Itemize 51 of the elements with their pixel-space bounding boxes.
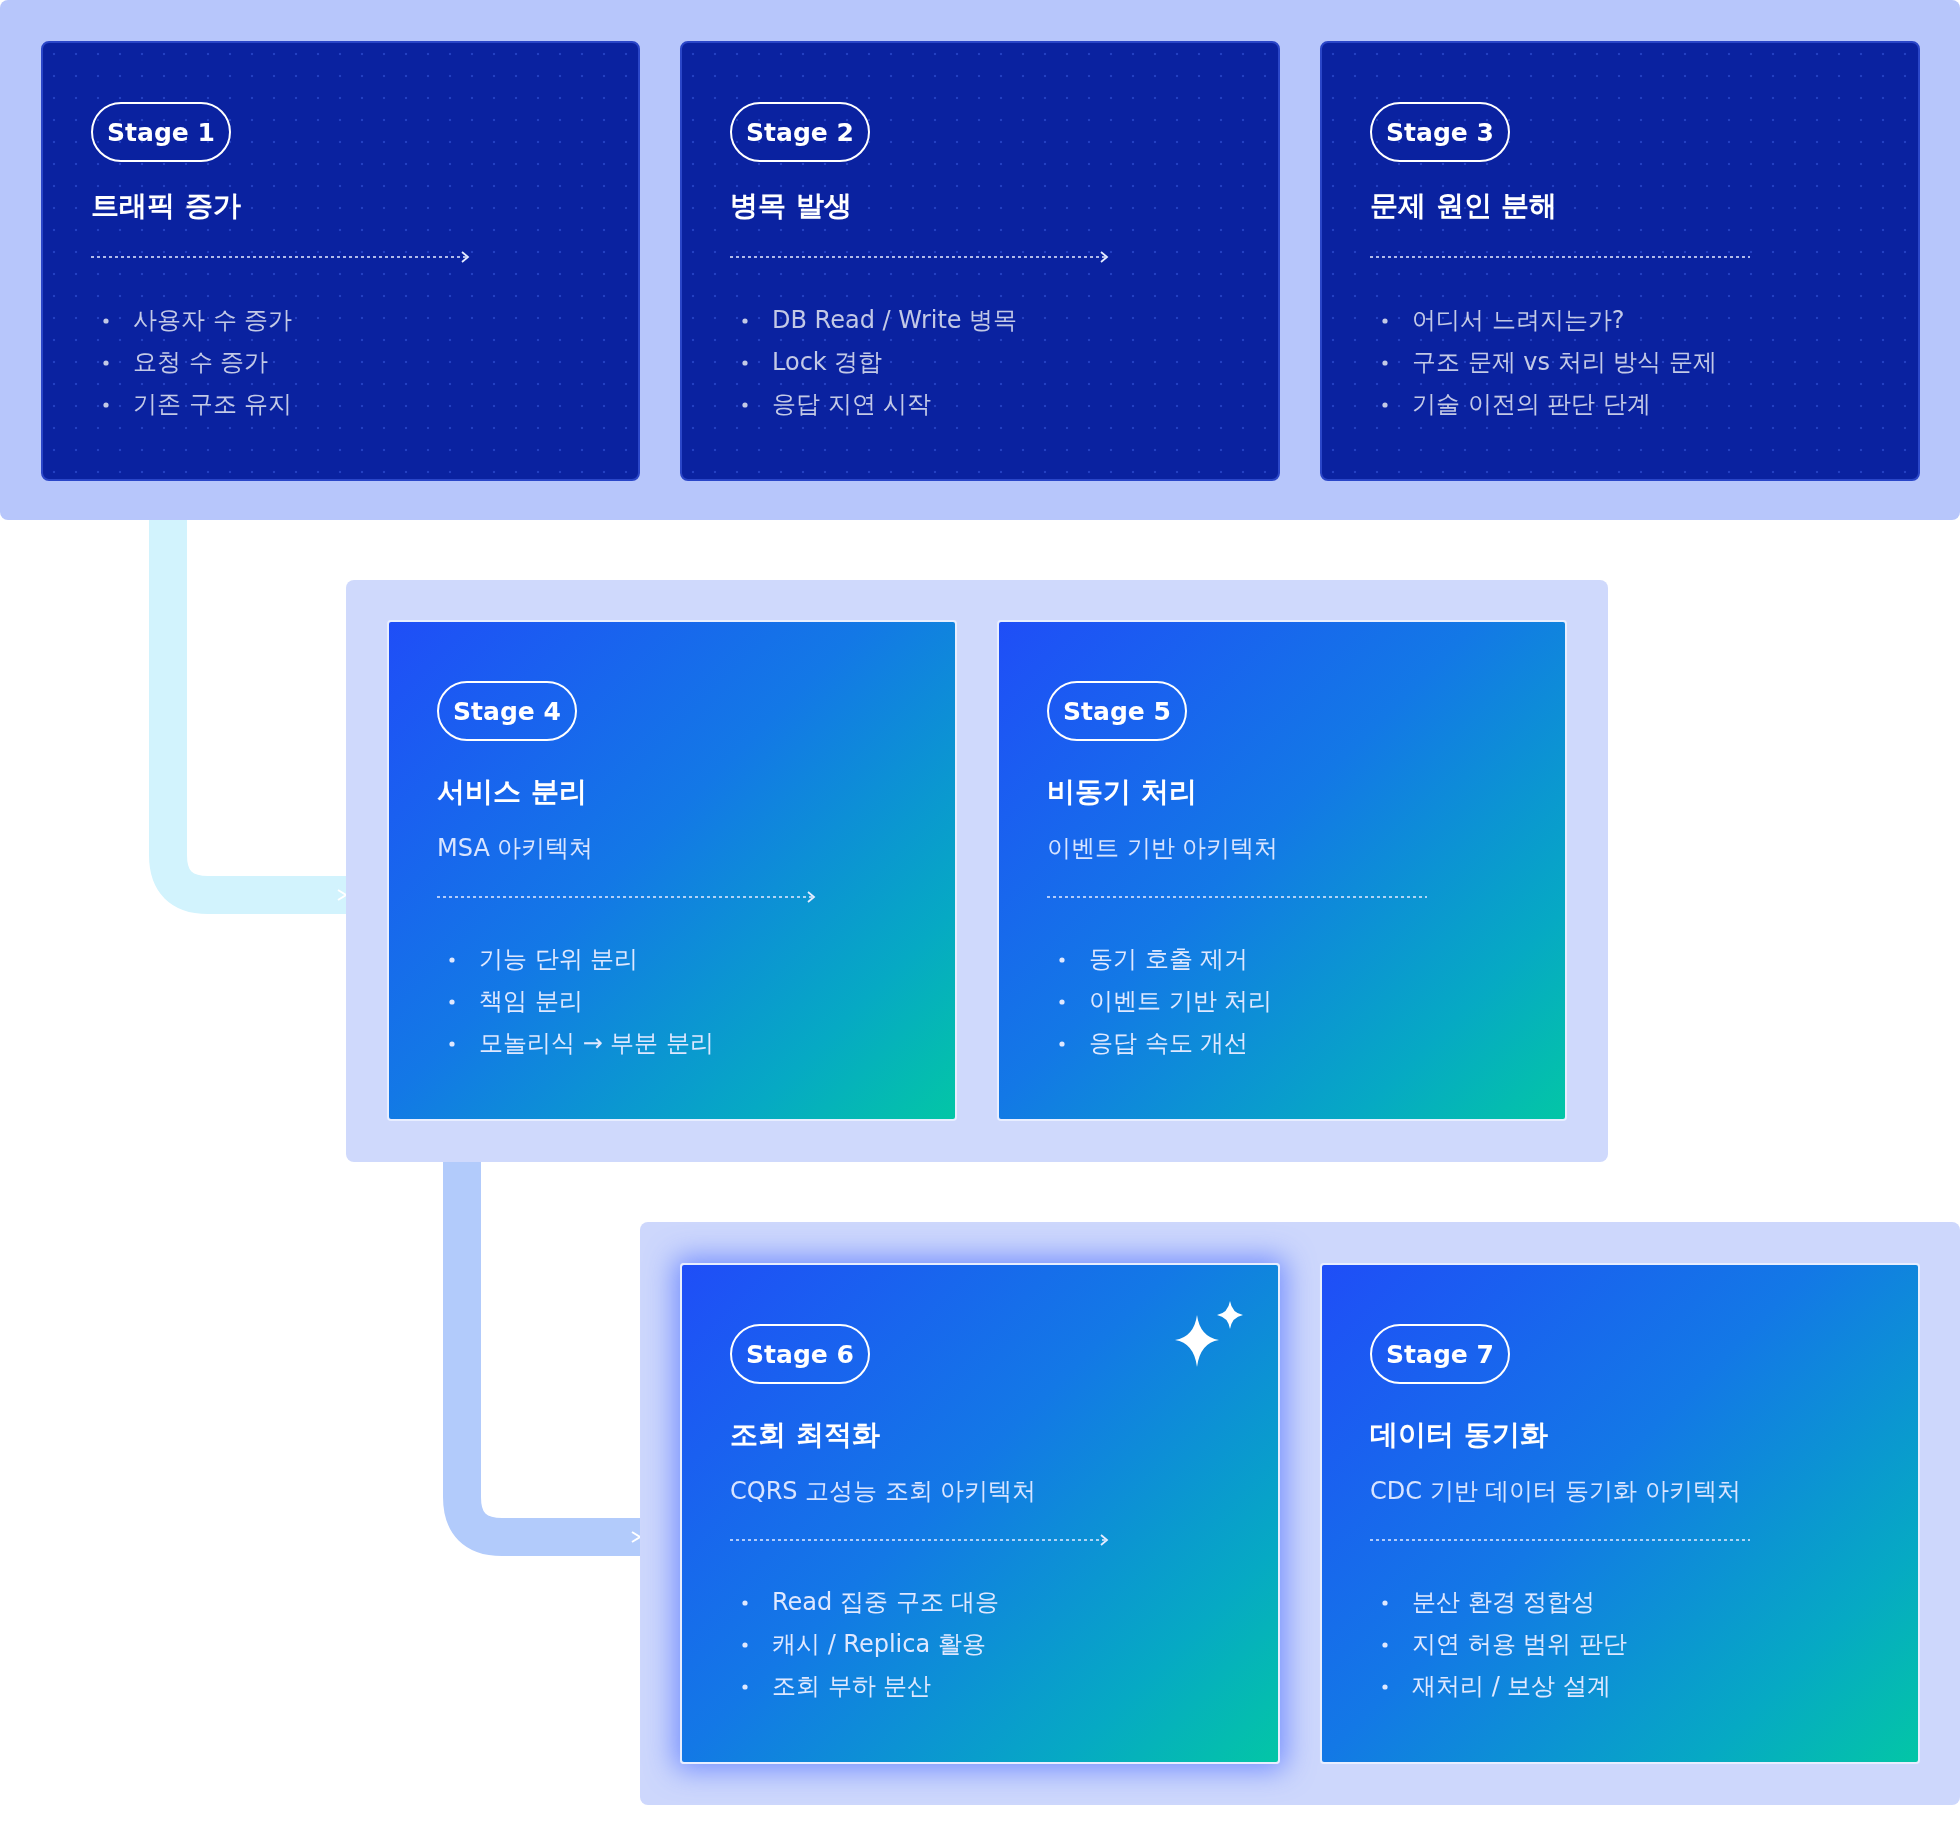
stage-card [680, 1263, 1280, 1764]
bullet-item: DB Read / Write 병목 [772, 308, 1018, 332]
card-title: 비동기 처리 [1047, 778, 1197, 806]
stage-badge: Stage 5 [1047, 681, 1187, 741]
stage-card [41, 41, 640, 481]
stage-card [680, 41, 1280, 481]
stage-card [997, 620, 1567, 1121]
bullet-item: 재처리 / 보상 설계 [1412, 1674, 1611, 1698]
card-title: 트래픽 증가 [91, 192, 241, 220]
connector-arrow [443, 1162, 641, 1556]
stage-badge: Stage 2 [730, 102, 870, 162]
bullet-item: 기능 단위 분리 [479, 947, 639, 971]
bullet-item: 모놀리식 → 부분 분리 [479, 1031, 714, 1055]
stage-badge: Stage 4 [437, 681, 577, 741]
card-title: 병목 발생 [730, 192, 852, 220]
bullet-item: 기존 구조 유지 [133, 392, 293, 416]
bullet-item: Lock 경합 [772, 350, 883, 374]
connector-arrow [149, 520, 347, 914]
stage-badge: Stage 6 [730, 1324, 870, 1384]
bullet-item: 어디서 느려지는가? [1412, 308, 1625, 332]
card-title: 조회 최적화 [730, 1421, 880, 1449]
bullet-item: 책임 분리 [479, 989, 583, 1013]
stage-group-panel [0, 0, 1960, 520]
stage-card [387, 620, 957, 1121]
bullet-item: 사용자 수 증가 [133, 308, 293, 332]
card-subtitle: CQRS 고성능 조회 아키텍처 [730, 1479, 1037, 1503]
bullet-item: 응답 지연 시작 [772, 392, 932, 416]
bullet-item: 동기 호출 제거 [1089, 947, 1249, 971]
bullet-item: 조회 부하 분산 [772, 1674, 932, 1698]
stage-badge: Stage 7 [1370, 1324, 1510, 1384]
card-subtitle: MSA 아키텍쳐 [437, 836, 594, 860]
stage-badge: Stage 3 [1370, 102, 1510, 162]
stage-card [1320, 41, 1920, 481]
stage-badge: Stage 1 [91, 102, 231, 162]
bullet-item: 구조 문제 vs 처리 방식 문제 [1412, 350, 1717, 374]
card-title: 서비스 분리 [437, 778, 587, 806]
stage-card [1320, 1263, 1920, 1764]
stage-group-panel [346, 580, 1608, 1162]
bullet-item: 분산 환경 정합성 [1412, 1590, 1596, 1614]
card-title: 데이터 동기화 [1370, 1421, 1548, 1449]
bullet-item: 응답 속도 개선 [1089, 1031, 1249, 1055]
bullet-item: 지연 허용 범위 판단 [1412, 1632, 1627, 1656]
bullet-item: 요청 수 증가 [133, 350, 269, 374]
bullet-item: 기술 이전의 판단 단계 [1412, 392, 1651, 416]
bullet-item: 이벤트 기반 처리 [1089, 989, 1273, 1013]
card-subtitle: 이벤트 기반 아키텍처 [1047, 836, 1279, 860]
stage-group-panel [640, 1222, 1960, 1805]
card-title: 문제 원인 분해 [1370, 192, 1558, 220]
card-subtitle: CDC 기반 데이터 동기화 아키텍처 [1370, 1479, 1741, 1503]
bullet-item: Read 집중 구조 대응 [772, 1590, 1000, 1614]
bullet-item: 캐시 / Replica 활용 [772, 1632, 986, 1656]
